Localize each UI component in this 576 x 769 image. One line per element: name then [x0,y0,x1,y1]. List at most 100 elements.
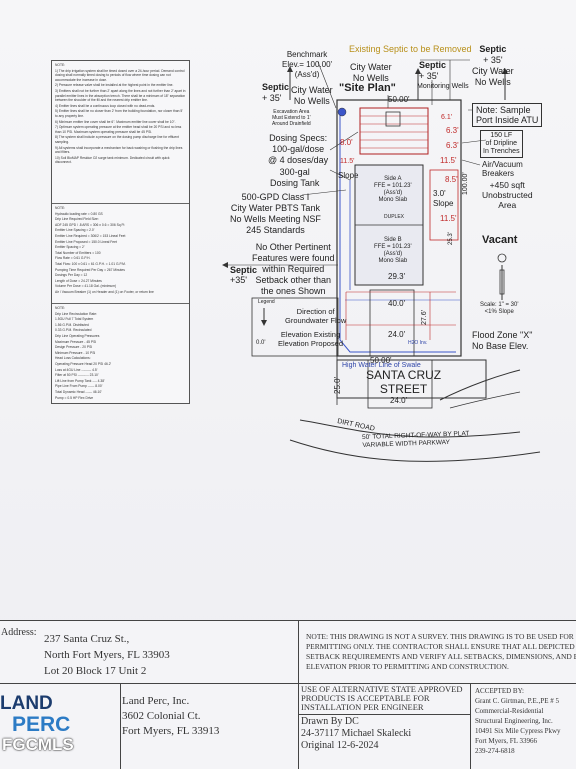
benchmark-marker [337,107,347,117]
notes-line: Pumping Time Required Per Day = 267 Minu… [55,267,125,272]
notes-line: Emitter Line Proposed = 150.0 Lineal Fee… [55,239,117,244]
notes-line: Pipe Line From Pump ------ 8.00' [55,384,103,389]
dim-80: 8.0' [340,138,353,147]
drainfield-area [359,107,429,155]
legend-box [251,297,339,357]
notes-line: Drip Line Operating Pressures [55,333,100,338]
notes-line: Volume Per Dose = 41.18 Gal. (minimum) [55,284,117,289]
disclaimer-note: NOTE: THIS DRAWING IS NOT A SURVEY. THIS… [306,632,576,671]
notes-line: Lift Line from Pump Tank ---- 4.38' [55,378,105,383]
notes-line: Drip Line Recirculation Rate: [55,311,97,316]
monitoring-wells-label: Monitoring Wells [417,83,469,90]
dim-0: 0.0' [256,340,266,346]
unobstructed-area [429,169,459,241]
notes-line: Emitter Line Spacing = 2.0' [55,228,95,233]
dim-115b: 11.5' [440,214,457,223]
notes-line: Emitter Line Required = 306/2 = 153 Line… [55,233,126,238]
notes-line: Length of Dose = 24.27 Minutes [55,278,102,283]
dim-25: 25.0' [333,376,342,394]
existing-septic-label: Existing Septic to be Removed [349,44,472,54]
notes-line: 1.56 G.P.M. Distributed [55,322,89,327]
notes-line: 1) The drip irrigation system shall be t… [55,68,185,82]
duplex-label: DUPLEX [384,214,405,220]
notes-line: Total Dynamic Head ------ 46.10' [55,389,102,394]
septic-top-right: Septic+ 35' [419,60,447,81]
notes-line: Air / Vacuum Breaker (1) on Header and (… [55,289,154,294]
notes-line: Loss at 4GU Line --------- 4.5' [55,367,98,372]
driveway [369,289,415,357]
notes-line: 10) Soil BioMAP Residue O2 surge tank mi… [55,155,170,165]
notes-section-3: NOTE:Drip Line Recirculation Rate:1.5GU … [52,304,189,403]
slope-label-right: Slope [433,199,454,208]
notes-line: 2) Pressure release valve shall be insta… [55,83,174,88]
address-label: Address: [1,627,37,638]
notes-section-1: NOTE:1) The drip irrigation system shall… [52,61,189,204]
notes-line: Operating Pressure Head 20 PSI 46.2' [55,361,112,366]
flood-zone-note: Flood Zone "X"No Base Elev. [472,330,533,351]
dim-253: 25.3' [448,232,454,245]
notes-line: Drip Line Required Field Size: [55,217,99,222]
notes-line: 3) Emitters shall not be further than 2'… [55,88,186,103]
notes-line: 8) The system shall include a pressure o… [55,135,179,144]
dim-street-24: 24.0' [390,396,408,405]
notes-line: ADF 245 GPD / .8 ARS = 306 x 0.6 = 306 S… [55,222,125,227]
land-perc-logo-perc: PERC [12,713,71,736]
dim-63b: 6.3' [446,141,459,150]
notes-line: Pump = 0.5 HP Flex Drive [55,395,94,400]
notes-line: 0.33 G.P.M. Recirculated [55,328,92,333]
dim-293: 29.3' [388,272,406,281]
company-info: Land Perc, Inc.3602 Colonial Ct.Fort Mye… [122,695,220,737]
atu-tank [385,111,401,127]
notes-line: 1.5GU Full 7 Total System [55,317,94,322]
dim-top-width: 50.00' [388,95,410,104]
notes-line: NOTE: [55,63,66,67]
notes-line: NOTE: [55,306,66,310]
dosing-specs-note: Dosing Specs:100-gal/dose@ 4 doses/day [268,133,329,165]
slope-label-left: Slope [338,171,359,180]
dim-85: 8.5' [445,175,458,184]
dim-bottom-width: 50.00' [370,356,392,365]
address-block: 237 Santa Cruz St.,North Fort Myers, FL … [44,633,170,677]
notes-line: 9) All systems shall incorporate a mecha… [55,145,183,155]
dim-40: 40.0' [388,299,406,308]
fgcmls-watermark: FGCMLS [2,735,74,754]
notes-line: 7) Optimum system operating pressure at … [55,125,182,134]
dim-115a: 11.5' [440,156,457,165]
accepted-by-block: ACCEPTED BY:Grant C. Girtman, P.E.,PE # … [475,687,561,755]
notes-line: 5) Emitter lines shall be no closer than… [55,109,183,118]
notes-line: Maximum Pressure - 45 PSI [55,339,97,344]
septic-top-left: Septic+ 35' [262,82,290,103]
high-water-label: High Water Line of Swale [342,362,421,369]
dim-61: 6.1' [441,114,453,121]
dim-115c: 11.5' [340,158,355,165]
dim-276: 27.6' [421,310,428,325]
notes-line: Emitter Spacing = 2' [55,245,85,250]
notes-line: Dosings Per Day = 12 [55,273,88,278]
legend-title: Legend [258,299,275,305]
dim-24: 24.0' [388,330,406,339]
swale-line [339,110,456,353]
septic-left-note: Septic+35' [230,265,258,285]
notes-line: Design Pressure - 20 PSI [55,345,93,350]
dim-63a: 6.3' [446,126,459,135]
notes-line: Head Loss Calculations: [55,356,91,361]
notes-line: Flow Rate = 0.61 G.P.H. [55,256,91,261]
site-plan-drawing [222,59,541,462]
title-block: Address: 237 Santa Cruz St.,North Fort M… [0,620,576,769]
notes-line: 4) Emitter lines shall be a continuous l… [55,103,156,108]
